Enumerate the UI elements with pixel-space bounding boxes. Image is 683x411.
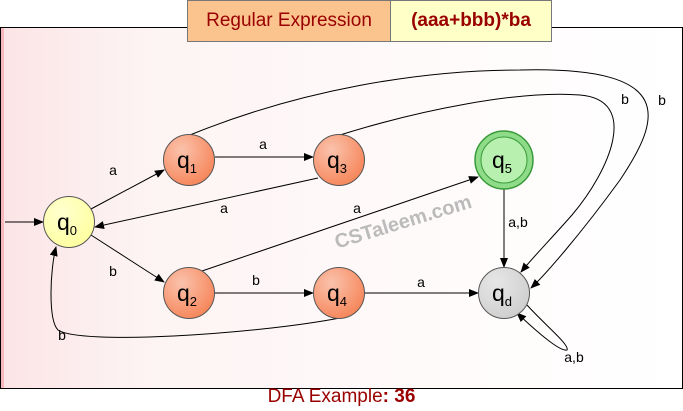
transition-label: a	[220, 200, 228, 216]
state-q5: q5	[474, 130, 534, 190]
transition-label: a	[109, 162, 117, 178]
transition-q2-q5	[201, 176, 479, 272]
transition-q0-q2	[90, 234, 165, 283]
transition-q1-qd	[189, 69, 649, 289]
state-qd: qd	[478, 267, 530, 319]
transition-q0-q1	[90, 169, 165, 210]
state-q3: q3	[313, 134, 365, 186]
transition-label: a	[353, 200, 361, 216]
transition-q3-q0	[94, 177, 319, 229]
transition-label: a,b	[508, 214, 528, 230]
transition-label: b	[658, 92, 666, 108]
transition-label: a,b	[564, 349, 584, 365]
regex-label: Regular Expression	[187, 0, 391, 42]
transition-qd-qd	[516, 304, 568, 351]
state-q4: q4	[313, 267, 365, 319]
transition-q4-q0	[49, 246, 341, 338]
state-q2: q2	[163, 267, 215, 319]
transition-q3-qd	[339, 93, 615, 273]
transition-label: b	[252, 272, 260, 288]
transition-label: b	[58, 327, 66, 343]
state-q1: q1	[163, 134, 215, 186]
transition-label: a	[259, 136, 267, 152]
diagram-frame	[0, 27, 683, 389]
caption-number: : 36	[382, 386, 416, 407]
transition-label: b	[109, 263, 117, 279]
transition-label: a	[417, 274, 425, 290]
caption-title: DFA Example	[267, 386, 383, 407]
transition-label: b	[621, 91, 629, 107]
caption: DFA Example: 36	[0, 386, 683, 408]
state-q0: q0	[43, 196, 95, 248]
regex-expression: (aaa+bbb)*ba	[390, 0, 552, 42]
